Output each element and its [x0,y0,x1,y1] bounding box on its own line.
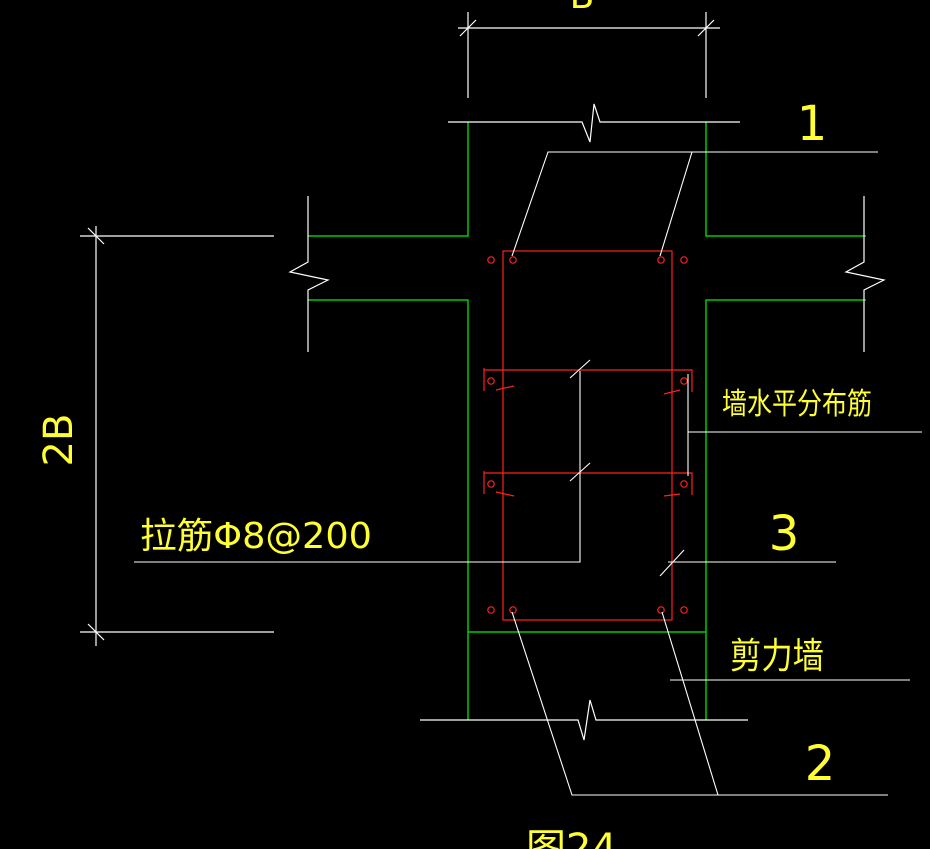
left-break-line [288,196,330,352]
shear-wall-label: 剪力墙 [730,636,824,677]
tie-hook [663,389,681,395]
bottom-break-line [420,699,748,741]
longitudinal-bar [487,480,495,488]
leader-1-branch [659,151,693,257]
leader-2-branch [661,611,719,796]
dim-left-tick-bottom [87,623,105,641]
vertical-wall-right-edge [705,122,866,237]
horizontal-bar-label: 墙水平分布筋 [722,387,872,422]
callout-2-label: 2 [805,736,836,792]
callout-3-label: 3 [769,506,800,562]
leader-tie [134,371,581,563]
break-lines [288,103,886,741]
longitudinal-bar [680,606,688,614]
leader-tie-tick [569,462,591,482]
rebar-cage [483,250,693,621]
wall-outline [308,122,866,720]
leader-lines [134,151,922,796]
tie-hook [663,493,681,497]
leader-tie-tick [569,359,591,379]
figure-caption: 图24 [526,826,617,849]
vertical-wall-left-edge-lower [308,299,469,720]
right-break-line [844,196,886,352]
tie-bar-upper [483,368,693,392]
longitudinal-bar [657,606,665,614]
dim-top-tick-right [697,19,715,37]
longitudinal-bar [509,606,517,614]
longitudinal-bar [509,256,517,264]
leader-1 [511,151,878,257]
longitudinal-bar [487,606,495,614]
leader-2 [511,611,888,796]
stirrup [502,250,673,621]
dim-top-label: B [570,0,595,17]
tie-bar-label: 拉筋Φ8@200 [140,516,372,557]
dimension-lines [80,12,720,646]
dim-left-label: 2B [36,414,82,467]
longitudinal-bar [657,256,665,264]
longitudinal-bar [680,377,688,385]
dim-top-tick-left [459,19,477,37]
tie-hook [495,385,515,391]
vertical-wall-left-edge [308,122,469,237]
tie-bar-lower [483,471,693,495]
leader-3-tick [659,549,685,577]
longitudinal-bar [487,256,495,264]
vertical-wall-right-edge-lower [705,299,866,720]
tie-hook [495,491,515,497]
longitudinal-bar [487,377,495,385]
dim-left-tick-top [87,227,105,245]
callout-1-label: 1 [797,96,828,152]
longitudinal-bar [680,480,688,488]
top-break-line [448,103,740,143]
longitudinal-bar [680,256,688,264]
